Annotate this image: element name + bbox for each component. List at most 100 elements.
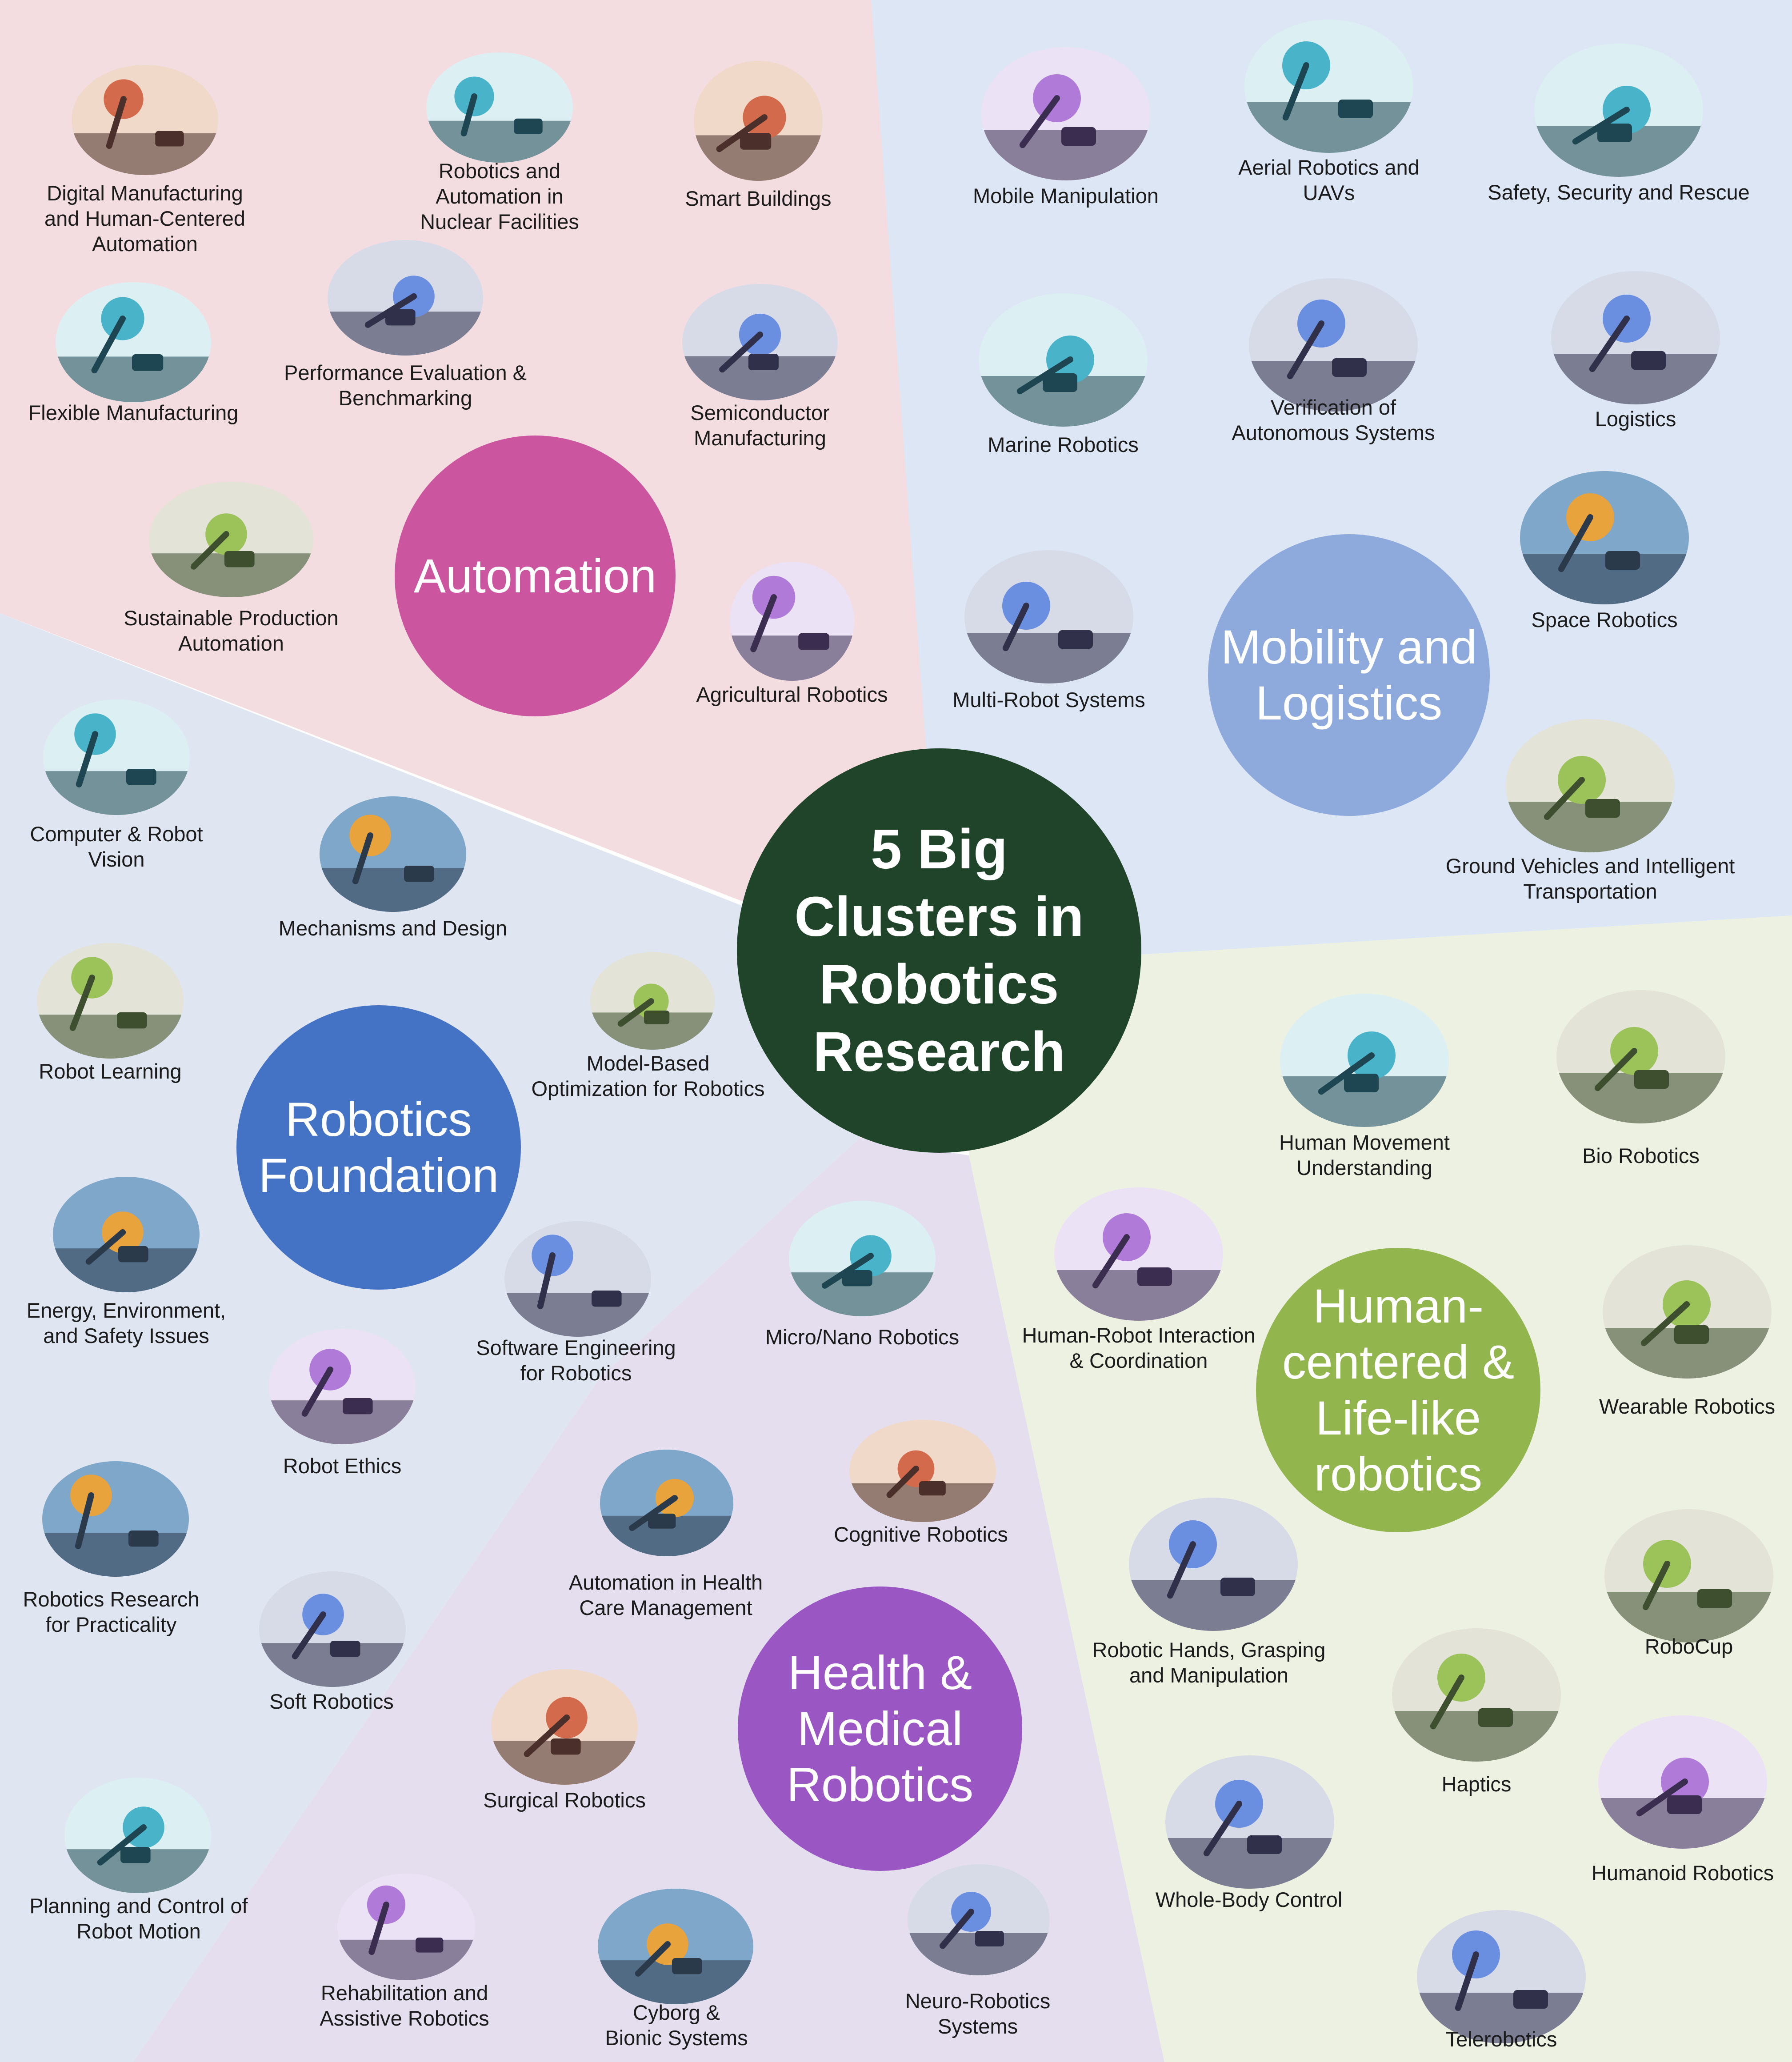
smart-city-icon: [694, 61, 823, 181]
topic-label: Sustainable Production Automation: [124, 606, 339, 655]
topic-label: Micro/Nano Robotics: [765, 1325, 960, 1349]
topic-label: Mobile Manipulation: [972, 184, 1159, 208]
microchip-tweezers-icon: [789, 1201, 936, 1316]
muscle-figure-icon: [1280, 994, 1449, 1127]
topic-label: Digital Manufacturing and Human-Centered…: [44, 181, 245, 256]
vr-user-icon: [42, 1461, 189, 1577]
surgical-robot-icon: [491, 1669, 638, 1785]
topic-label: Neuro-Robotics Systems: [905, 1989, 1051, 2038]
foundation-cluster-circle: Robotics Foundation: [236, 1005, 521, 1290]
topic-label: Space Robotics: [1531, 608, 1678, 631]
topic-label: Software Engineering for Robotics: [476, 1336, 676, 1385]
robot-arm-laser-icon: [590, 952, 715, 1050]
topic-label: Human-Robot Interaction & Coordination: [1022, 1323, 1256, 1372]
topic-label: Planning and Control of Robot Motion: [29, 1894, 248, 1943]
health-cluster-circle: Health & Medical Robotics: [738, 1586, 1022, 1871]
drone-icon: [1244, 20, 1413, 153]
topic-label: Robotic Hands, Grasping and Manipulation: [1092, 1638, 1326, 1687]
topic-label: Robot Learning: [39, 1059, 182, 1083]
brain-tablet-icon: [849, 1420, 996, 1522]
ethics-robot-icon: [269, 1329, 416, 1444]
cyborg-face-icon: [598, 1889, 753, 2004]
traffic-icon: [1506, 719, 1675, 852]
plant-gripper-icon: [730, 562, 854, 681]
eco-energy-icon: [53, 1177, 200, 1292]
topic-label: Surgical Robotics: [483, 1788, 646, 1812]
camera-robot-icon: [43, 699, 190, 815]
topic-label: Agricultural Robotics: [696, 683, 888, 706]
topic-label: Multi-Robot Systems: [952, 688, 1145, 711]
automation-cluster-circle: Automation: [395, 436, 676, 716]
topic-label: Flexible Manufacturing: [28, 401, 239, 424]
topic-label: Robot Ethics: [283, 1454, 402, 1478]
topic-label: Computer & Robot Vision: [30, 822, 203, 871]
soft-gripper-icon: [259, 1571, 406, 1687]
health-cluster-label: Health & Medical Robotics: [786, 1646, 974, 1811]
topic-label: Automation in Health Care Management: [568, 1570, 763, 1619]
topic-label: Semiconductor Manufacturing: [690, 401, 830, 450]
central-title: 5 Big Clusters in Robotics Research: [794, 818, 1084, 1083]
topic-label: Cognitive Robotics: [834, 1523, 1008, 1546]
vr-headset-icon: [1392, 1628, 1561, 1762]
topic-label: Energy, Environment, and Safety Issues: [26, 1299, 226, 1347]
mobile-manipulator-icon: [981, 47, 1150, 180]
topic-label: Logistics: [1595, 407, 1676, 431]
human-cluster-circle: Human- centered & Life-like robotics: [1256, 1248, 1540, 1532]
teleoperator-icon: [1417, 1910, 1586, 2043]
topic-label: Human Movement Understanding: [1279, 1131, 1450, 1179]
topic-label: Telerobotics: [1445, 2027, 1557, 2051]
hand-exoskeleton-icon: [337, 1874, 475, 1980]
topic-label: Whole-Body Control: [1155, 1888, 1343, 1911]
central-title-circle: 5 Big Clusters in Robotics Research: [737, 748, 1141, 1153]
human-cluster-label: Human- centered & Life-like robotics: [1282, 1279, 1515, 1501]
foundation-cluster-label: Robotics Foundation: [258, 1092, 499, 1202]
topic-label: Ground Vehicles and Intelligent Transpor…: [1445, 854, 1735, 903]
handshake-icon: [1054, 1187, 1223, 1321]
android-face-icon: [1598, 1715, 1767, 1849]
topic-label: Robotics and Automation in Nuclear Facil…: [420, 159, 579, 233]
soccer-robots-icon: [1604, 1509, 1773, 1642]
topic-label: Aerial Robotics and UAVs: [1238, 156, 1420, 204]
circuit-board-icon: [682, 284, 838, 400]
gears-team-icon: [56, 282, 211, 402]
topic-label: Humanoid Robotics: [1591, 1861, 1774, 1885]
submarine-icon: [979, 293, 1148, 427]
robot-arms-icon: [964, 550, 1133, 683]
topic-label: Smart Buildings: [685, 187, 832, 210]
assembly-line-icon: [149, 482, 313, 597]
robot-head-gears-icon: [320, 796, 466, 912]
arm-trajectory-icon: [64, 1778, 211, 1893]
humanoid-walker-icon: [1165, 1755, 1334, 1889]
reading-robot-icon: [37, 943, 184, 1059]
topic-label: RoboCup: [1644, 1634, 1733, 1658]
mobility-cluster-label: Mobility and Logistics: [1220, 620, 1477, 730]
topic-label: Cyborg & Bionic Systems: [605, 2001, 748, 2050]
topic-label: Safety, Security and Rescue: [1488, 180, 1750, 204]
medical-network-icon: [600, 1450, 733, 1556]
rescue-robot-icon: [1534, 44, 1703, 177]
topic-label: Rehabilitation and Assistive Robotics: [320, 1981, 489, 2030]
topic-label: Haptics: [1441, 1772, 1512, 1796]
mobility-cluster-circle: Mobility and Logistics: [1208, 534, 1490, 816]
robot-dog-icon: [1556, 990, 1725, 1123]
topic-label: Marine Robotics: [988, 433, 1139, 456]
lab-robot-icon: [328, 240, 483, 356]
warehouse-robot-icon: [1551, 271, 1720, 404]
robot-hand-icon: [1129, 1498, 1298, 1631]
topic-label: Bio Robotics: [1582, 1144, 1700, 1167]
automation-cluster-label: Automation: [413, 549, 657, 603]
checkmark-tablet-icon: [1249, 278, 1418, 412]
industrial-arm-icon: [426, 52, 573, 163]
topic-label: Robotics Research for Practicality: [23, 1587, 200, 1636]
topic-label: Soft Robotics: [269, 1690, 394, 1713]
topic-label: Wearable Robotics: [1599, 1395, 1776, 1418]
rover-icon: [1520, 471, 1689, 604]
topic-label: Performance Evaluation & Benchmarking: [284, 361, 527, 410]
topic-label: Mechanisms and Design: [278, 916, 508, 940]
factory-worker-icon: [72, 65, 218, 175]
exoskeleton-icon: [1603, 1245, 1772, 1379]
topic-label: Model-Based Optimization for Robotics: [531, 1051, 765, 1100]
eeg-cap-icon: [908, 1864, 1050, 1975]
code-screen-icon: [504, 1221, 651, 1337]
